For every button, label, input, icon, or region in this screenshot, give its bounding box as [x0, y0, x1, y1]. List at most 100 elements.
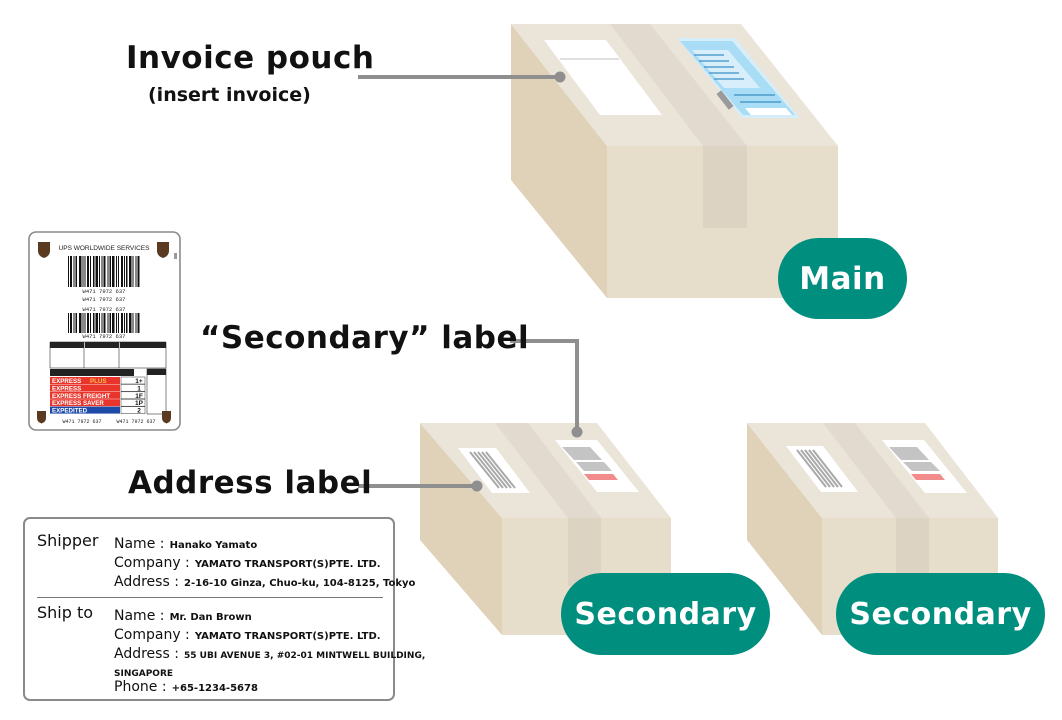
service-extra: PLUS [90, 378, 107, 385]
barcode-bar [103, 256, 106, 287]
ship-to-address-row-2: SINGAPORE [114, 661, 173, 680]
barcode-bar [93, 256, 95, 287]
field-value: Mr. Dan Brown [169, 612, 252, 623]
barcode-bar [84, 313, 86, 333]
main-box-tape-top [610, 24, 747, 146]
field-value: YAMATO TRANSPORT(S)PTE. LTD. [194, 559, 381, 570]
barcode-bar [121, 313, 123, 333]
address-label-callout: Address label [128, 465, 373, 501]
field-value: Hanako Yamato [169, 540, 258, 551]
barcode-bar [124, 313, 125, 333]
barcode-bar [132, 313, 134, 333]
barcode-bar [103, 313, 106, 333]
barcode-bar [87, 313, 89, 333]
barcode-bar [112, 313, 115, 333]
ups-label-header: UPS WORLDWIDE SERVICES [59, 245, 151, 252]
barcode-bar [87, 256, 89, 287]
barcode-bar [99, 313, 100, 333]
field-value: +65-1234-5678 [171, 683, 258, 694]
service-row [50, 399, 120, 407]
barcode-bar [73, 313, 75, 333]
service-name: EXPRESS SAVER [52, 400, 104, 407]
address-label-sticker [458, 448, 530, 493]
barcode-bar [95, 256, 98, 287]
secondary-label-sticker-2 [882, 440, 967, 493]
field-value: 55 UBI AVENUE 3, #02-01 MINTWELL BUILDIN… [184, 651, 426, 661]
field-value: SINGAPORE [114, 669, 174, 679]
tracking-number: W471 7972 637 [62, 419, 101, 425]
ship-to-company-row: Company : YAMATO TRANSPORT(S)PTE. LTD. [114, 624, 381, 643]
secondary-label-leader [510, 339, 579, 432]
barcode-bar [84, 256, 86, 287]
barcode-bar [124, 256, 125, 287]
barcode-bar [121, 256, 123, 287]
main-box-tape-front [703, 146, 747, 228]
barcode-bar [135, 313, 137, 333]
barcode-bar [70, 256, 72, 287]
main-box [511, 24, 838, 298]
barcode-bar [75, 256, 77, 287]
field-key: Address : [114, 646, 179, 662]
barcode-bar [101, 256, 103, 287]
barcode-bar [137, 256, 140, 287]
field-key: Address : [114, 574, 179, 590]
field-key: Company : [114, 555, 190, 571]
barcode-bar [90, 256, 91, 287]
ups-logo-icon [157, 242, 169, 258]
barcode-bar [82, 256, 84, 287]
tracking-number: W471 7972 637 [83, 333, 126, 340]
service-name: EXPRESS FREIGHT [52, 393, 110, 400]
barcode-bar [101, 313, 103, 333]
service-code-box [120, 391, 146, 400]
service-code-box [120, 406, 146, 414]
service-code: 1+ [135, 378, 143, 385]
barcode-bar [107, 313, 109, 333]
address-label-card: Shipper Name : Hanako Yamato Company : Y… [23, 517, 425, 701]
barcode-bar [79, 313, 82, 333]
ship-to-name-row: Name : Mr. Dan Brown [114, 605, 252, 624]
invoice-pouch-callout-title: Invoice pouch [126, 40, 375, 76]
ups-logo-icon [162, 411, 171, 424]
field-value: 2-16-10 Ginza, Chuo-ku, 104-8125, Tokyo [184, 578, 416, 589]
service-code-box [120, 398, 146, 407]
service-code-box [120, 384, 146, 392]
barcode-bar [126, 313, 128, 333]
secondary-label-callout: “Secondary” label [200, 320, 530, 356]
shipper-title: Shipper [37, 531, 99, 550]
barcode-bar [99, 256, 100, 287]
barcode-bar [109, 256, 111, 287]
leader-lines [358, 75, 579, 488]
barcode [68, 256, 140, 287]
service-name: EXPEDITED [52, 408, 88, 415]
barcode-bar [116, 256, 117, 287]
main-box-left-face [511, 24, 607, 298]
barcode-bar [79, 256, 82, 287]
secondary-box-2-left-face [747, 423, 822, 635]
shipper-address-row: Address : 2-16-10 Ginza, Chuo-ku, 104-81… [114, 571, 415, 590]
tracking-number: W471 7972 637 [83, 306, 126, 313]
barcode-bar [118, 313, 119, 333]
field-key: Company : [114, 627, 190, 643]
service-row [50, 384, 120, 392]
service-code: 1 [137, 385, 141, 392]
service-name: EXPRESS [52, 385, 81, 392]
address-label-sticker-2 [786, 446, 858, 492]
service-code-box [120, 376, 146, 385]
field-key: Name : [114, 536, 165, 552]
barcode-bar [129, 313, 132, 333]
secondary-label-sticker [555, 440, 639, 492]
barcode-bar [137, 313, 140, 333]
barcode-bar [132, 256, 134, 287]
barcode-bar [112, 256, 115, 287]
barcode-bar [135, 256, 137, 287]
tracking-number: W471 7972 637 [83, 288, 126, 295]
barcode-bar [68, 313, 69, 333]
barcode-bar [116, 313, 117, 333]
barcode-bar [126, 256, 128, 287]
tracking-number: W471 7972 637 [83, 296, 126, 303]
barcode-bar [95, 313, 98, 333]
barcode-bar [82, 313, 84, 333]
tracking-number: W471 7972 637 [116, 419, 155, 425]
ups-logo-icon [38, 242, 50, 258]
secondary-box-1-left-face [420, 423, 502, 635]
